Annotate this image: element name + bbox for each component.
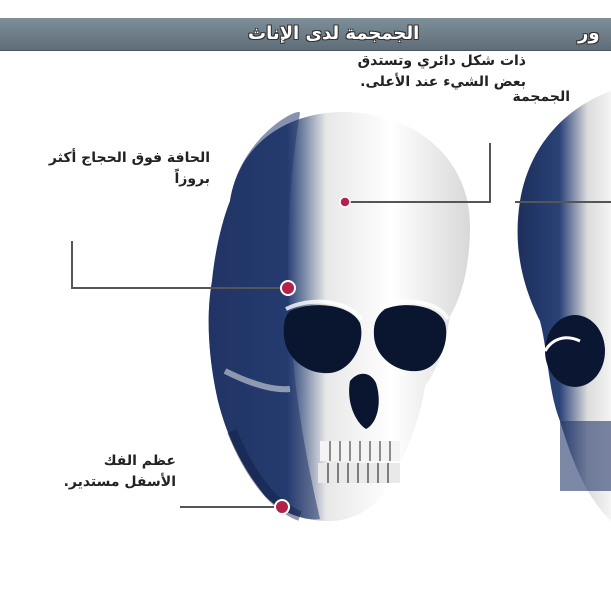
jaw-marker [275,500,289,514]
brow-ridge-marker [281,281,295,295]
second-skull [518,91,611,521]
brow-ridge-label: الحافة فوق الحجاج أكثر بروزاً [40,148,210,190]
top-strip [0,0,611,18]
header-title: الجمجمة لدى الإناث [248,18,419,50]
main-skull [209,112,470,521]
skull-marker [340,197,350,207]
neighbor-header-title: ور [578,18,600,50]
diagram-area: ذات شكل دائري وتستدق بعض الشيء عند الأعل… [0,51,611,594]
skull-illustration [0,51,611,594]
header-bar: الجمجمة لدى الإناث ور [0,18,611,51]
skull-label: الجمجمة [470,87,570,108]
jaw-label: عظم الفك الأسفل مستدير. [48,451,176,493]
